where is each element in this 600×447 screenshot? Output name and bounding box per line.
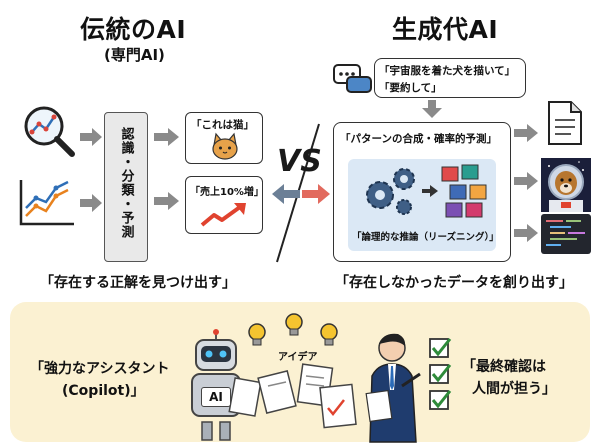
left-caption: 「存在する正解を見つけ出す」 xyxy=(40,275,236,291)
astronaut-dog-image xyxy=(541,158,591,212)
prompt-line-2: 「要約して」 xyxy=(379,82,442,94)
checkbox-icon-1 xyxy=(429,338,452,358)
vs-label: VS xyxy=(277,144,322,179)
lightbulb-icon-1 xyxy=(248,323,266,346)
cat-output-box: 「これは猫」 xyxy=(185,112,263,164)
papers-icon xyxy=(257,363,357,429)
checkbox-icon-3 xyxy=(429,390,452,410)
puzzle-icon xyxy=(441,164,487,218)
left-process-label: 認識・分類・予測 xyxy=(118,127,134,239)
sales-output-label: 「売上10%増」 xyxy=(190,187,264,198)
cat-icon xyxy=(212,132,238,160)
confirm-line-1: 「最終確認は xyxy=(462,359,546,375)
assistant-line-2: (Copilot)」 xyxy=(62,383,145,399)
right-title: 生成代AI xyxy=(392,15,499,44)
prompt-line-1: 「宇宙服を着た犬を描いて」 xyxy=(379,65,516,77)
document-icon xyxy=(548,101,582,145)
gears-icon xyxy=(366,168,415,215)
vs-arrow-left xyxy=(272,184,300,204)
robot-badge: AI xyxy=(201,387,231,407)
sales-output-box: 「売上10%増」 xyxy=(185,176,264,234)
lightbulb-icon-3 xyxy=(320,323,338,346)
output-arrow-bottom xyxy=(154,192,179,210)
generative-process-box: 「パターンの合成・確率的予測」 「論理的な推論（リーズニング）」 xyxy=(333,122,511,262)
lightbulb-icon-2 xyxy=(285,313,303,336)
confirm-line-2: 人間が担う」 xyxy=(472,381,556,397)
prompt-bubble: 「宇宙服を着た犬を描いて」 「要約して」 xyxy=(374,58,526,98)
reasoning-panel: 「論理的な推論（リーズニング）」 xyxy=(348,159,499,251)
idea-label: アイデア xyxy=(278,352,318,363)
input-arrow-bottom xyxy=(80,194,102,212)
left-title: 伝統のAI xyxy=(80,15,187,44)
left-subtitle: (専門AI) xyxy=(104,46,165,64)
prompt-down-arrow xyxy=(422,100,442,118)
chat-bubble-icon xyxy=(333,64,372,93)
output-arrow-top xyxy=(154,128,179,146)
generative-process-label: 「パターンの合成・確率的予測」 xyxy=(340,133,497,145)
output-arrow-doc xyxy=(514,124,538,142)
magnifier-chart-icon xyxy=(24,106,75,157)
output-arrow-image xyxy=(514,172,538,190)
synthesis-arrow xyxy=(422,185,438,197)
code-editor-icon xyxy=(541,214,591,254)
checkbox-icon-2 xyxy=(429,364,452,384)
left-process-box: 認識・分類・予測 xyxy=(104,112,148,262)
businessman-icon xyxy=(365,333,421,443)
reasoning-label: 「論理的な推論（リーズニング）」 xyxy=(352,232,499,243)
assistant-line-1: 「強力なアシスタント xyxy=(30,361,170,377)
rising-arrow-icon xyxy=(200,203,246,227)
input-arrow-top xyxy=(80,128,102,146)
vs-arrow-right xyxy=(302,184,330,204)
line-chart-icon xyxy=(19,180,74,226)
cat-output-label: 「これは猫」 xyxy=(191,119,254,131)
right-caption: 「存在しなかったデータを創り出す」 xyxy=(335,275,573,291)
output-arrow-code xyxy=(514,224,538,242)
